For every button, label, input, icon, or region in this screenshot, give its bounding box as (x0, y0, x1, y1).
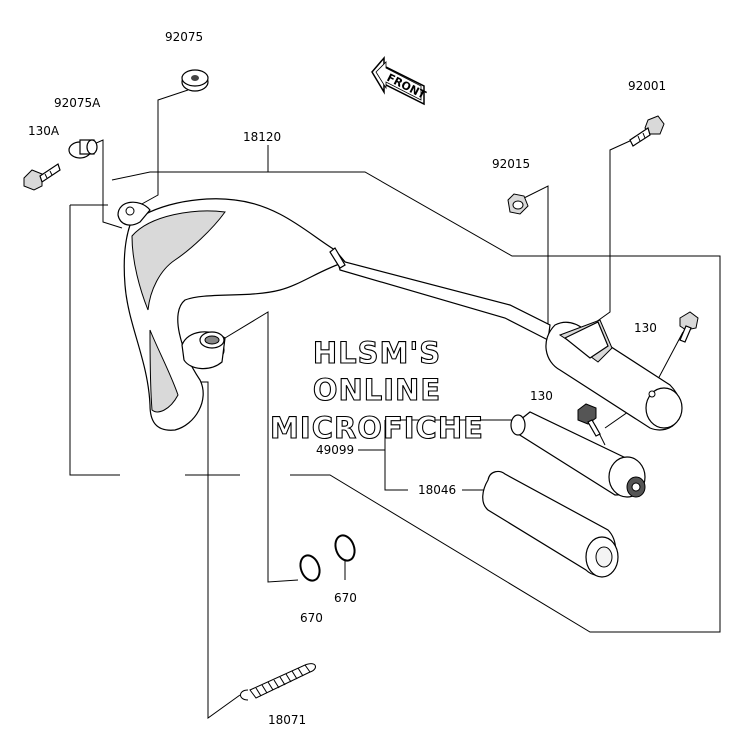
watermark-line-1: HLSM'S (313, 336, 441, 370)
silencer-inner-pipe (510, 411, 646, 498)
bolt-130-lower (577, 403, 601, 437)
watermark: HLSM'S ONLINE MICROFICHE (270, 335, 484, 445)
silencer (545, 319, 683, 431)
grommet-92075A (68, 139, 98, 159)
label-92075A: 92075A (54, 96, 101, 110)
nut-92015 (507, 193, 529, 215)
label-92075: 92075 (165, 30, 203, 44)
exhaust-port (181, 331, 226, 370)
label-130-upper: 130 (634, 321, 657, 335)
spring-18071 (240, 663, 316, 701)
label-130A: 130A (28, 124, 60, 138)
leader-lines (69, 89, 721, 719)
watermark-line-2: ONLINE (313, 373, 441, 407)
label-49099: 49099 (316, 443, 354, 457)
label-18071: 18071 (268, 713, 306, 727)
label-130-lower: 130 (530, 389, 553, 403)
o-ring-670-left (299, 554, 321, 582)
silencer-packing (482, 470, 619, 578)
label-670-left: 670 (300, 611, 323, 625)
washer-92075 (181, 69, 209, 92)
bolt-130A (23, 163, 61, 191)
label-670-right: 670 (334, 591, 357, 605)
exhaust-pipe (117, 198, 551, 431)
watermark-line-3: MICROFICHE (270, 411, 484, 445)
label-18120: 18120 (243, 130, 281, 144)
bolt-130-upper (679, 311, 699, 343)
label-92015: 92015 (492, 157, 530, 171)
part-labels: 92075 92075A 130A 18120 92001 92015 130 … (28, 30, 666, 727)
label-92001: 92001 (628, 79, 666, 93)
bolt-92001 (629, 115, 665, 147)
label-18046: 18046 (418, 483, 456, 497)
front-arrow: FRONT (371, 55, 428, 106)
o-ring-670-right (334, 534, 356, 562)
